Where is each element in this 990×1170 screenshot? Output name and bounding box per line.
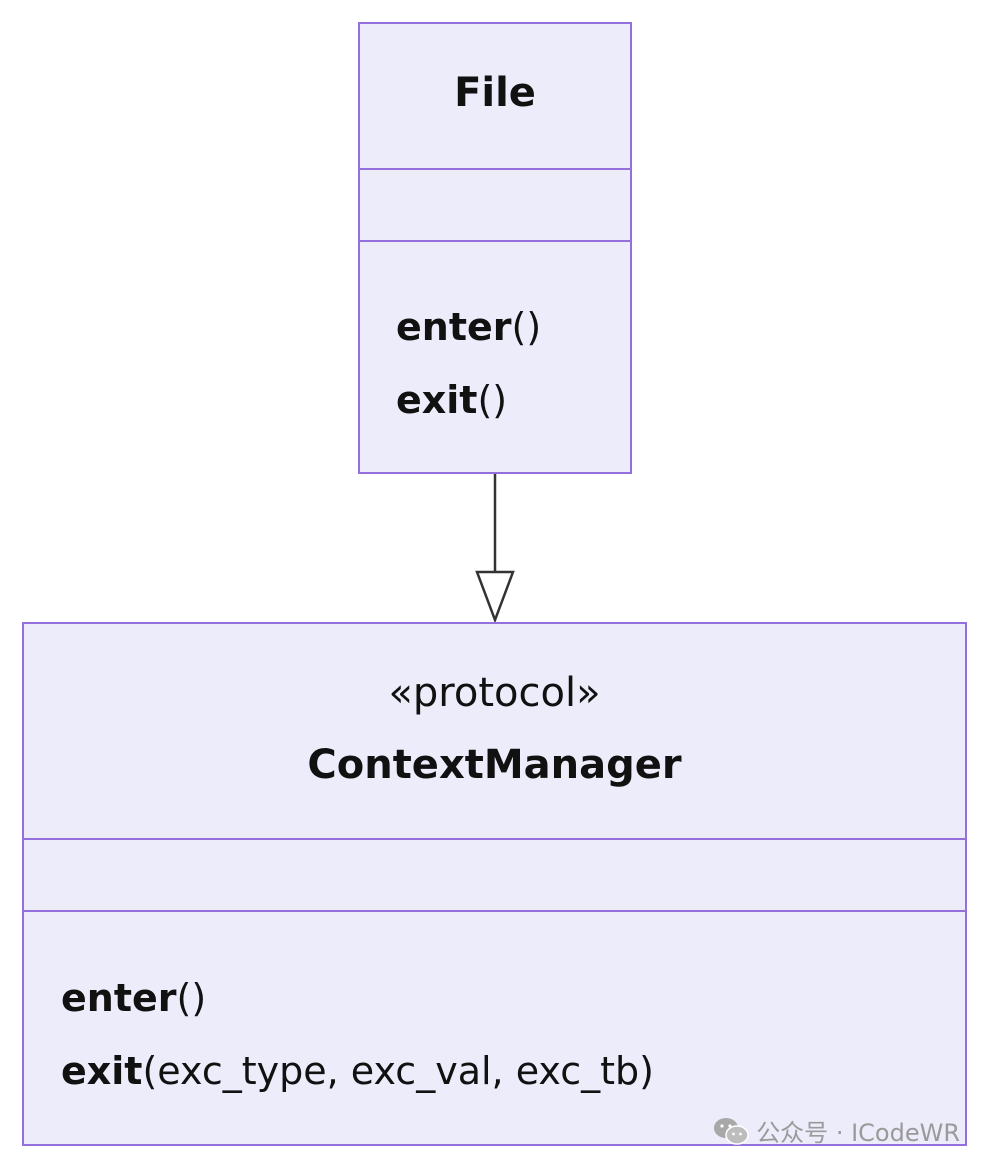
context-manager-method-enter: enter() — [61, 976, 206, 1020]
method-params: () — [477, 378, 508, 422]
watermark-text: 公众号 · ICodeWR — [756, 1119, 960, 1147]
method-params: () — [176, 976, 207, 1020]
file-class-name: File — [454, 70, 536, 116]
wechat-icon — [714, 1117, 749, 1145]
method-name: enter — [396, 305, 512, 349]
file-attributes-section — [360, 168, 630, 242]
file-methods-section: enter() exit() — [360, 240, 630, 474]
context-manager-attributes-section — [24, 838, 965, 912]
context-manager-class-box: «protocol» ContextManager enter() exit(e… — [22, 622, 967, 1146]
file-method-exit: exit() — [396, 378, 507, 422]
context-manager-class-name: ContextManager — [307, 742, 682, 788]
method-params: () — [511, 305, 542, 349]
file-class-name-section: File — [360, 24, 630, 170]
method-name: enter — [61, 976, 177, 1020]
method-name: exit — [61, 1049, 143, 1093]
context-manager-method-exit: exit(exc_type, exc_val, exc_tb) — [61, 1049, 654, 1093]
watermark: 公众号 · ICodeWR — [712, 1113, 960, 1148]
context-manager-name-section: «protocol» ContextManager — [24, 624, 965, 840]
file-method-enter: enter() — [396, 305, 541, 349]
stereotype-label: «protocol» — [388, 670, 601, 716]
method-params: (exc_type, exc_val, exc_tb) — [142, 1049, 654, 1093]
file-class-box: File enter() exit() — [358, 22, 632, 474]
method-name: exit — [396, 378, 478, 422]
context-manager-methods-section: enter() exit(exc_type, exc_val, exc_tb) — [24, 910, 965, 1146]
hollow-triangle-head — [475, 570, 515, 624]
